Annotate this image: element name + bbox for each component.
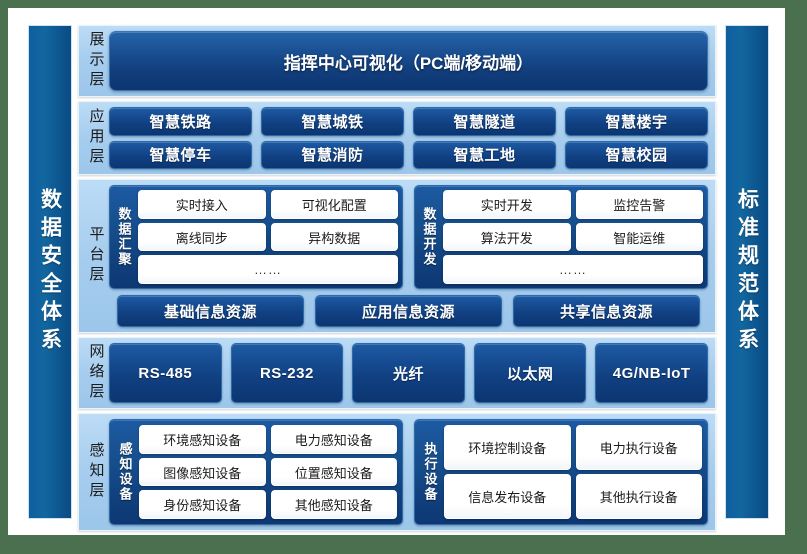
left-rail-data-security: 数据安全体系 [28,25,72,519]
group-sensing-devices: 感知设备 环境感知设备 电力感知设备 图像感知设备 位置感知设备 [109,419,403,525]
chip-algorithm-development[interactable]: 算法开发 [443,222,571,252]
layer-presentation: 展示层 指挥中心可视化（PC端/移动端） [78,25,716,97]
application-row-1: 智慧铁路 智慧城铁 智慧隧道 智慧楼宇 [109,107,708,136]
platform-resource-row: 基础信息资源 应用信息资源 共享信息资源 [109,295,708,327]
network-item-4g-nbiot[interactable]: 4G/NB-IoT [595,343,708,403]
layer-sensing: 感知层 感知设备 环境感知设备 电力感知设备 图像感知设备 [78,413,716,531]
resource-shared-information[interactable]: 共享信息资源 [513,295,700,327]
app-item-smart-railway[interactable]: 智慧铁路 [109,107,252,136]
chip-offline-sync[interactable]: 离线同步 [138,222,266,252]
chip-intelligent-ops[interactable]: 智能运维 [575,222,703,252]
sensing-devices-row-1: 环境感知设备 电力感知设备 [139,425,397,454]
chip-data-aggregation-more[interactable]: …… [138,255,398,285]
app-item-smart-tunnel[interactable]: 智慧隧道 [413,107,556,136]
sensing-devices-grid: 环境感知设备 电力感知设备 图像感知设备 位置感知设备 身份感知设备 其他感知设… [139,425,397,520]
platform-body: 数据汇聚 实时接入 可视化配置 离线同步 异构数据 …… [109,185,708,327]
sensing-devices-row-3: 身份感知设备 其他感知设备 [139,490,397,520]
diagram-canvas: 数据安全体系 标准规范体系 展示层 指挥中心可视化（PC端/移动端） 应用层 智… [8,8,785,535]
presentation-body: 指挥中心可视化（PC端/移动端） [109,31,708,91]
right-rail-standards: 标准规范体系 [725,25,769,519]
layer-label-platform: 平台层 [87,226,105,286]
chip-other-actuator-device[interactable]: 其他执行设备 [575,474,702,519]
actuator-devices-row-1: 环境控制设备 电力执行设备 [444,425,702,470]
data-development-row-1: 实时开发 监控告警 [443,190,703,219]
network-item-rs485[interactable]: RS-485 [109,343,222,403]
resource-basic-information[interactable]: 基础信息资源 [117,295,304,327]
chip-environment-control-device[interactable]: 环境控制设备 [444,425,571,470]
layer-application: 应用层 智慧铁路 智慧城铁 智慧隧道 智慧楼宇 智慧停车 智慧消防 智慧工地 智… [78,101,716,175]
chip-realtime-ingest[interactable]: 实时接入 [138,190,266,219]
network-item-rs232[interactable]: RS-232 [230,343,344,403]
sensing-body: 感知设备 环境感知设备 电力感知设备 图像感知设备 位置感知设备 [109,419,708,525]
chip-power-sensor[interactable]: 电力感知设备 [270,425,397,454]
group-label-data-development: 数据开发 [421,207,437,267]
data-aggregation-row-3: …… [138,255,398,285]
sensing-groups: 感知设备 环境感知设备 电力感知设备 图像感知设备 位置感知设备 [109,419,708,525]
layer-label-network: 网络层 [87,343,105,403]
app-item-smart-firefighting[interactable]: 智慧消防 [261,140,404,169]
app-item-smart-building[interactable]: 智慧楼宇 [565,107,708,136]
app-item-smart-construction-site[interactable]: 智慧工地 [413,140,556,169]
group-label-data-aggregation: 数据汇聚 [116,207,132,267]
data-development-row-3: …… [443,255,703,285]
data-aggregation-row-2: 离线同步 异构数据 [138,222,398,252]
chip-identity-sensor[interactable]: 身份感知设备 [139,490,266,520]
actuator-devices-grid: 环境控制设备 电力执行设备 信息发布设备 其他执行设备 [444,425,702,519]
application-body: 智慧铁路 智慧城铁 智慧隧道 智慧楼宇 智慧停车 智慧消防 智慧工地 智慧校园 [109,107,708,169]
data-aggregation-grid: 实时接入 可视化配置 离线同步 异构数据 …… [138,190,398,285]
chip-location-sensor[interactable]: 位置感知设备 [270,457,397,487]
app-item-smart-metro[interactable]: 智慧城铁 [261,107,404,136]
data-development-grid: 实时开发 监控告警 算法开发 智能运维 …… [443,190,703,285]
chip-realtime-development[interactable]: 实时开发 [443,190,571,219]
presentation-row: 指挥中心可视化（PC端/移动端） [109,31,708,91]
chip-data-development-more[interactable]: …… [443,255,703,285]
network-row: RS-485 RS-232 光纤 以太网 4G/NB-IoT [109,343,708,403]
layer-label-presentation: 展示层 [87,31,105,91]
group-data-development: 数据开发 实时开发 监控告警 算法开发 智能运维 …… [414,185,708,289]
group-data-aggregation: 数据汇聚 实时接入 可视化配置 离线同步 异构数据 …… [109,185,403,289]
app-item-smart-campus[interactable]: 智慧校园 [565,140,708,169]
chip-other-sensor[interactable]: 其他感知设备 [270,490,397,520]
layer-network: 网络层 RS-485 RS-232 光纤 以太网 4G/NB-IoT [78,337,716,409]
resource-application-information[interactable]: 应用信息资源 [315,295,502,327]
chip-heterogeneous-data[interactable]: 异构数据 [270,222,398,252]
layer-platform: 平台层 数据汇聚 实时接入 可视化配置 离线同步 异 [78,179,716,333]
chip-information-release-device[interactable]: 信息发布设备 [444,474,571,519]
chip-image-sensor[interactable]: 图像感知设备 [139,457,266,487]
network-body: RS-485 RS-232 光纤 以太网 4G/NB-IoT [109,343,708,403]
chip-visual-config[interactable]: 可视化配置 [270,190,398,219]
layer-stack: 展示层 指挥中心可视化（PC端/移动端） 应用层 智慧铁路 智慧城铁 智慧隧道 … [78,25,716,531]
application-row-2: 智慧停车 智慧消防 智慧工地 智慧校园 [109,140,708,169]
platform-groups: 数据汇聚 实时接入 可视化配置 离线同步 异构数据 …… [109,185,708,289]
group-actuator-devices: 执行设备 环境控制设备 电力执行设备 信息发布设备 其他执行设备 [414,419,708,525]
actuator-devices-row-2: 信息发布设备 其他执行设备 [444,474,702,519]
group-label-sensing-devices: 感知设备 [117,442,133,502]
left-rail-label: 数据安全体系 [38,188,62,356]
app-item-smart-parking[interactable]: 智慧停车 [109,140,252,169]
sensing-devices-row-2: 图像感知设备 位置感知设备 [139,457,397,487]
layer-label-sensing: 感知层 [87,442,105,502]
data-development-row-2: 算法开发 智能运维 [443,222,703,252]
layer-label-application: 应用层 [87,108,105,168]
right-rail-label: 标准规范体系 [735,188,759,356]
network-item-ethernet[interactable]: 以太网 [473,343,587,403]
data-aggregation-row-1: 实时接入 可视化配置 [138,190,398,219]
network-item-fiber[interactable]: 光纤 [352,343,465,403]
chip-monitoring-alarm[interactable]: 监控告警 [575,190,703,219]
group-label-actuator-devices: 执行设备 [422,442,438,502]
command-center-banner[interactable]: 指挥中心可视化（PC端/移动端） [109,31,708,91]
chip-environment-sensor[interactable]: 环境感知设备 [139,425,266,454]
chip-power-actuator-device[interactable]: 电力执行设备 [575,425,702,470]
